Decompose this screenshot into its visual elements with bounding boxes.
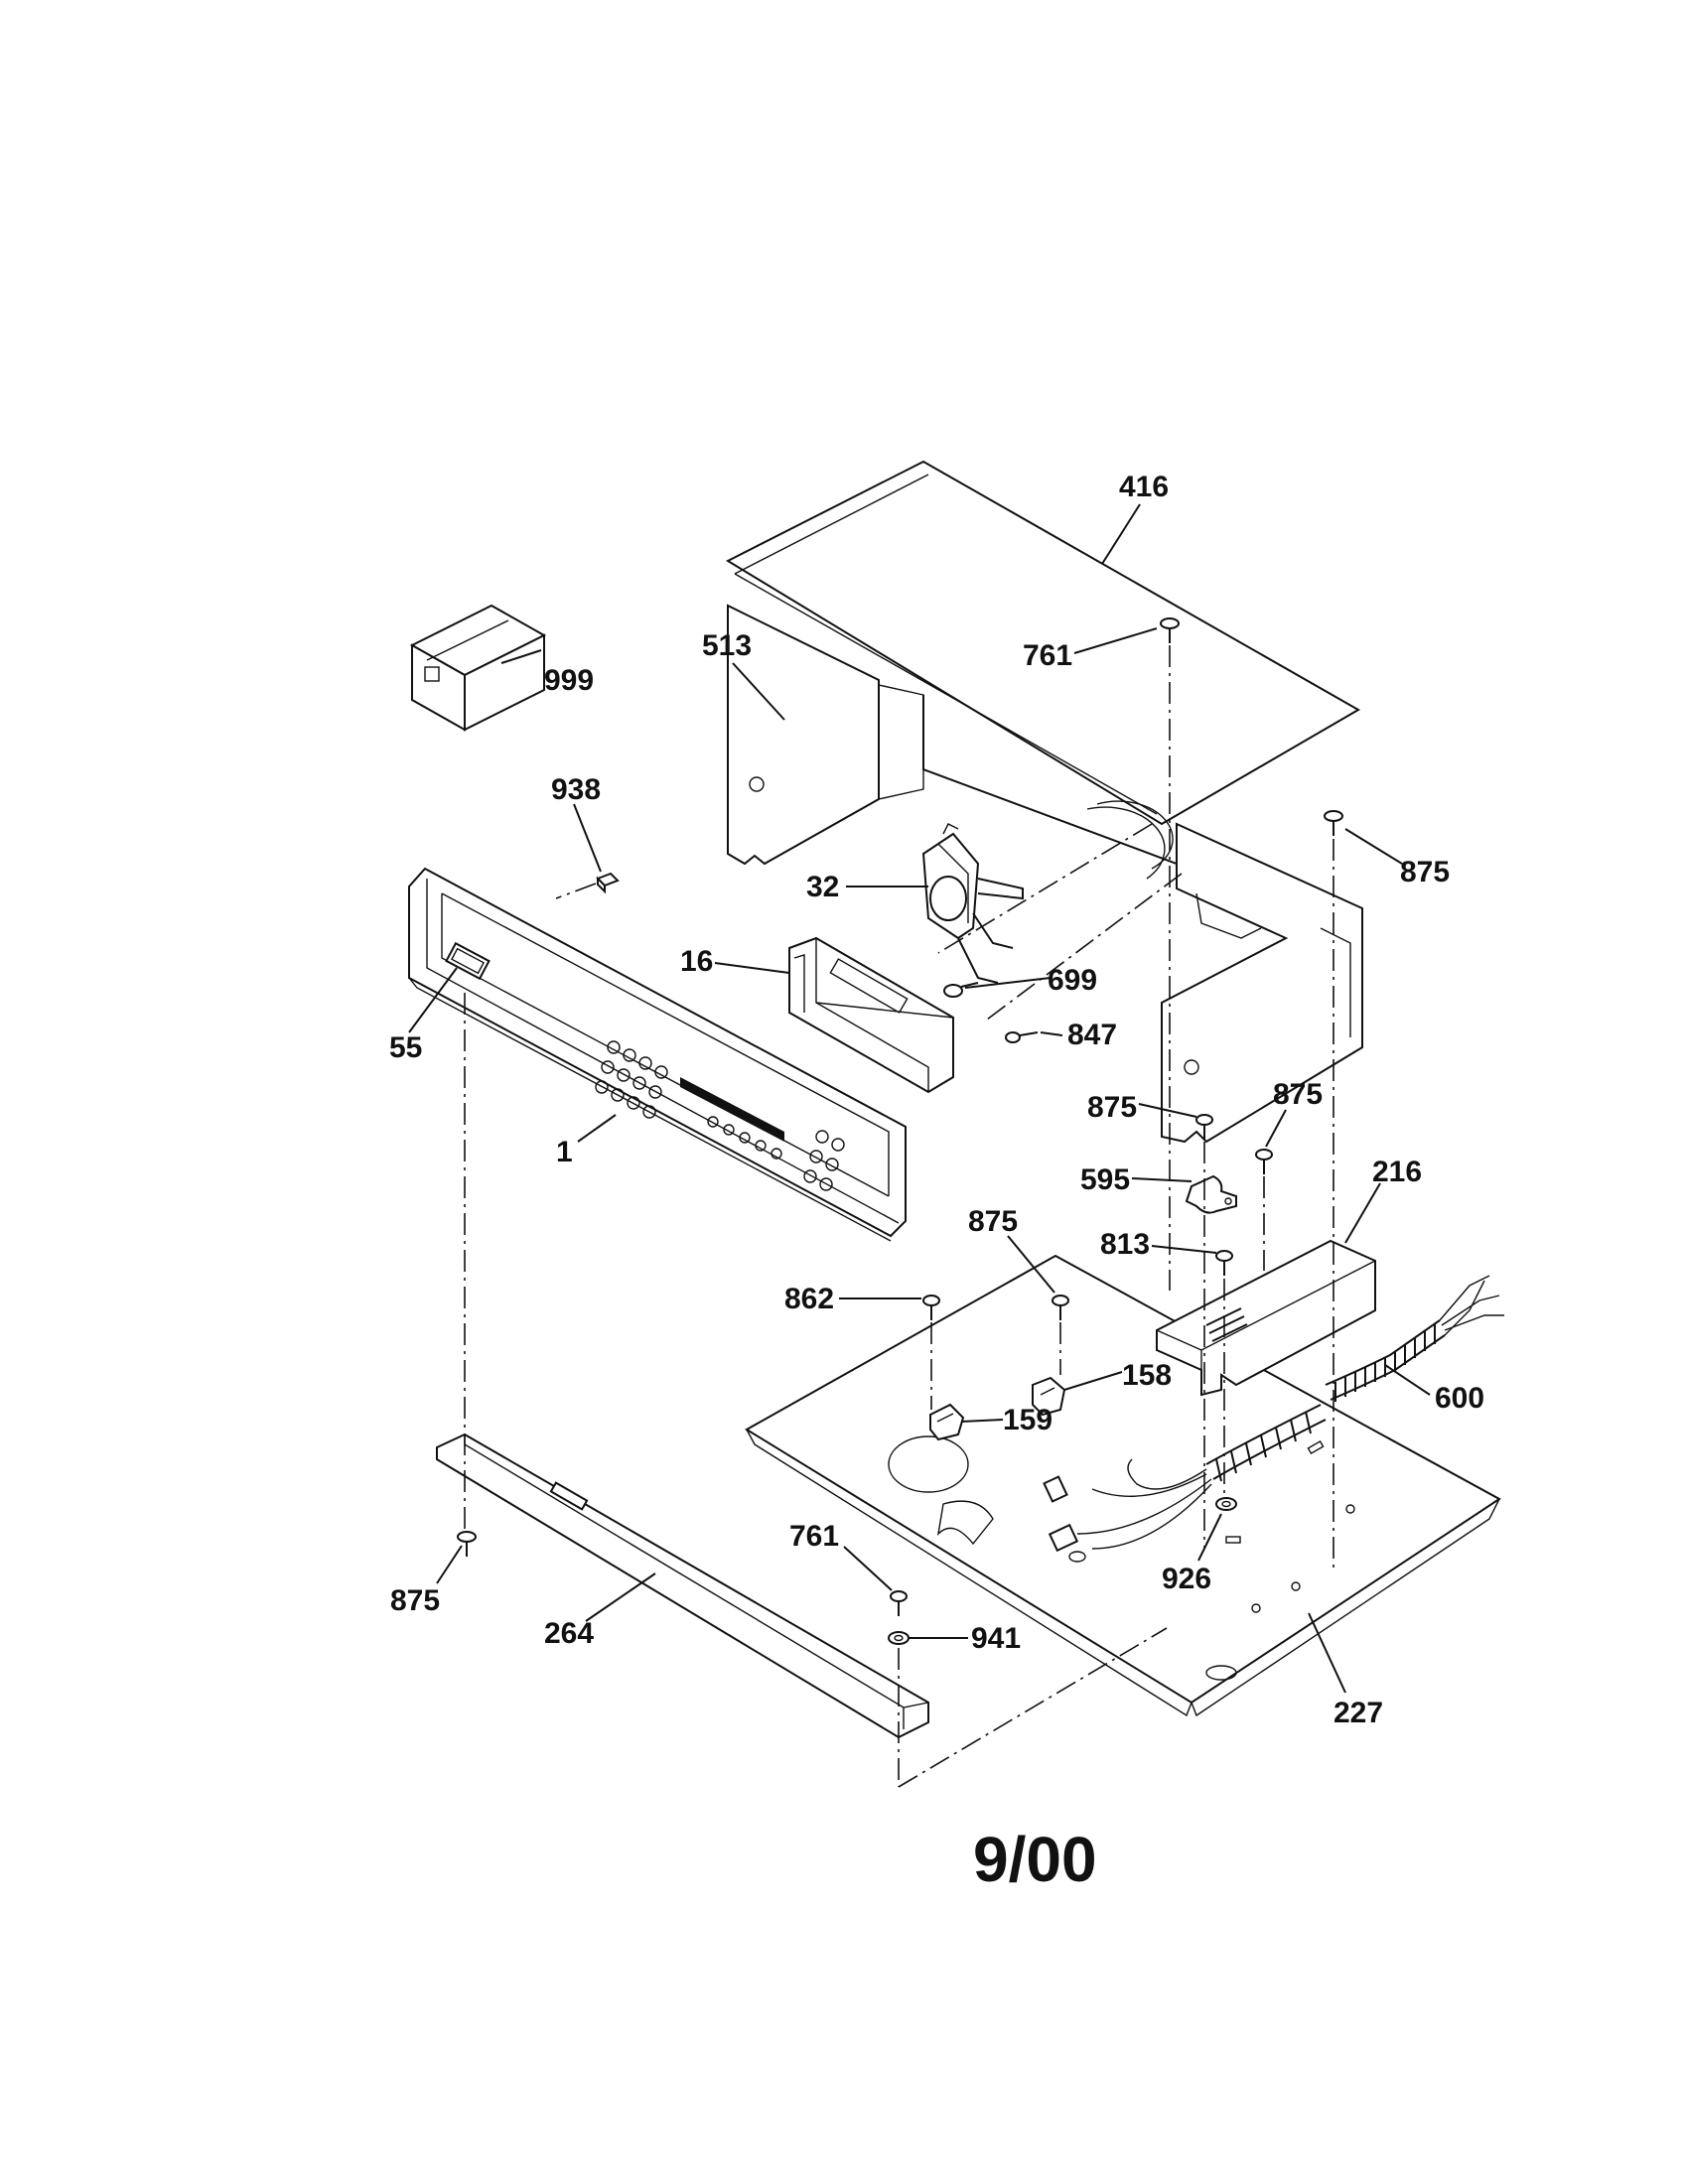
- thermostat-159: [929, 1403, 965, 1441]
- control-panel-1: [408, 867, 907, 1242]
- callout-926: 926: [1162, 1563, 1211, 1595]
- callout-216: 216: [1372, 1156, 1422, 1188]
- callout-55: 55: [389, 1031, 422, 1064]
- callout-227: 227: [1333, 1697, 1383, 1729]
- callout-513: 513: [702, 629, 752, 662]
- washer-926: [1215, 1497, 1237, 1511]
- screw-761-top: [1160, 617, 1180, 643]
- display-window: [680, 1077, 784, 1142]
- screw-875-mid: [1195, 1114, 1213, 1140]
- thermostat-158: [1032, 1376, 1066, 1417]
- callout-862: 862: [784, 1283, 834, 1315]
- bottom-panel-227: [745, 1254, 1501, 1717]
- callout-938: 938: [551, 773, 601, 806]
- screw-875-topright: [1324, 810, 1343, 836]
- callout-158: 158: [1122, 1359, 1172, 1392]
- screw-699: [943, 982, 979, 998]
- washer-941: [888, 1631, 910, 1645]
- conduit-coil: [1334, 1324, 1436, 1402]
- screw-938: [596, 872, 620, 894]
- callout-699: 699: [1048, 964, 1097, 997]
- screw-847: [1005, 1031, 1039, 1043]
- keypad-buttons: [595, 1040, 845, 1191]
- callout-600: 600: [1435, 1382, 1484, 1415]
- callout-264: 264: [544, 1617, 594, 1650]
- callout-595: 595: [1080, 1163, 1130, 1196]
- callout-labels: 416 513 761 999 938 875 32 699 16 847 55…: [389, 471, 1484, 1729]
- callout-999: 999: [544, 664, 594, 697]
- callout-1: 1: [556, 1136, 573, 1168]
- top-cover-416: [725, 460, 1361, 826]
- callout-875-mid: 875: [1087, 1091, 1137, 1124]
- screw-875-midright: [1255, 1149, 1273, 1174]
- callout-875-center: 875: [968, 1205, 1018, 1238]
- leader-lines: [408, 503, 1431, 1694]
- callout-761-top: 761: [1023, 639, 1072, 672]
- callout-875-topright: 875: [1400, 856, 1450, 888]
- callout-416: 416: [1119, 471, 1169, 503]
- electronic-control-16: [788, 936, 954, 1094]
- callout-941: 941: [971, 1622, 1021, 1655]
- callout-847: 847: [1067, 1019, 1117, 1051]
- screw-875-left: [457, 1531, 477, 1557]
- callout-16: 16: [680, 945, 713, 978]
- package-999: [409, 604, 547, 732]
- screw-875-center: [1052, 1295, 1069, 1320]
- side-panel-513: [727, 604, 924, 866]
- assembly-lines: [464, 645, 1334, 1788]
- wire-harness: [1043, 1404, 1327, 1563]
- callout-32: 32: [806, 871, 839, 903]
- cooling-fan-32: [921, 823, 1024, 984]
- callout-159: 159: [1003, 1404, 1052, 1436]
- revision-date: 9/00: [973, 1824, 1097, 1895]
- callout-875-left: 875: [390, 1584, 440, 1617]
- screw-813: [1215, 1250, 1233, 1276]
- callout-761-bottom: 761: [789, 1520, 839, 1553]
- clamp-595: [1185, 1174, 1237, 1214]
- callout-813: 813: [1100, 1228, 1150, 1261]
- right-side-panel: [1161, 822, 1363, 1144]
- screw-862: [922, 1295, 940, 1320]
- screw-761-bottom: [890, 1590, 908, 1616]
- callout-875-midright: 875: [1273, 1078, 1323, 1111]
